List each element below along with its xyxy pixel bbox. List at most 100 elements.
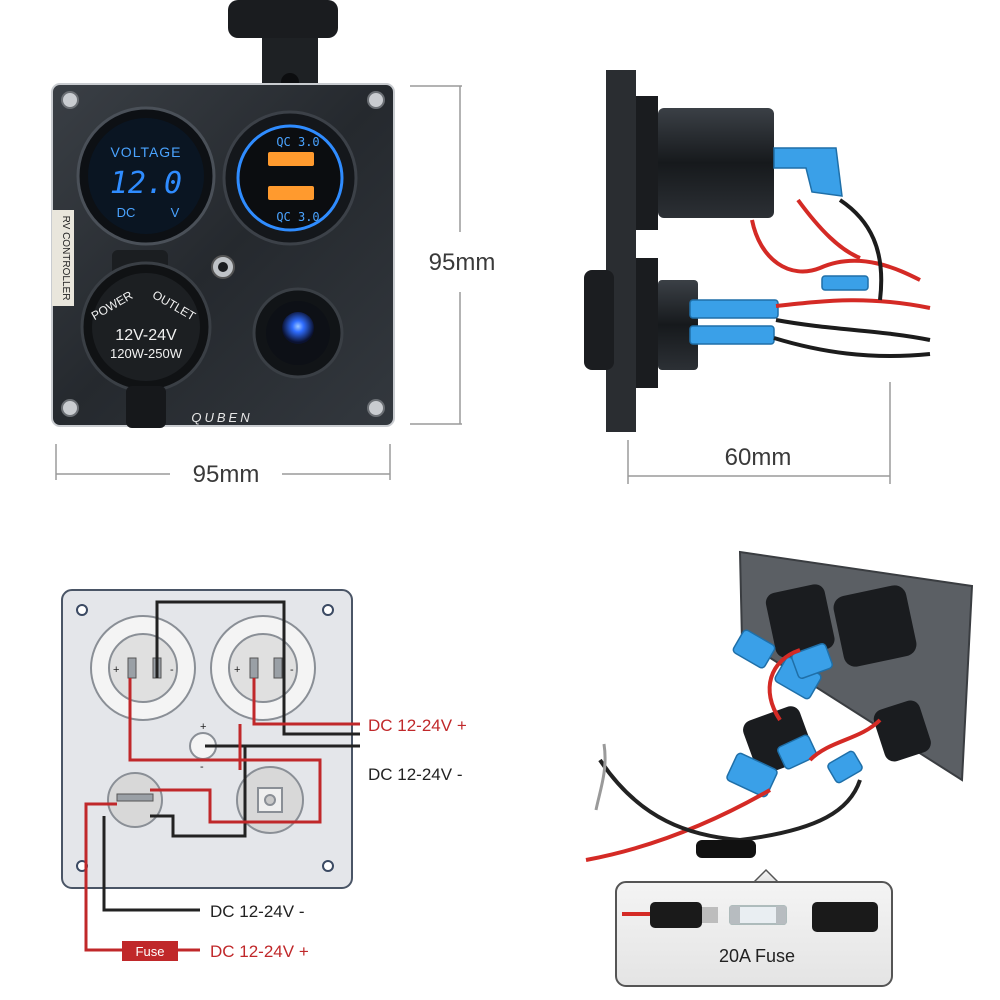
- angled-view: 20A Fuse: [585, 550, 974, 987]
- wire-red: [750, 219, 921, 282]
- fuse-cap: [730, 906, 740, 924]
- pin-icon: [249, 657, 259, 679]
- wire-black: [150, 746, 247, 838]
- dc-positive-top-label: DC 12-24V +: [368, 716, 467, 735]
- side-wires: [750, 198, 931, 359]
- fuse-tag-label: Fuse: [136, 944, 165, 959]
- dimension-lines-side: [627, 382, 891, 484]
- wire-black: [739, 779, 862, 842]
- outlet-cap: [126, 386, 166, 428]
- wire-red: [84, 802, 122, 952]
- wire-black: [773, 336, 931, 359]
- screw-icon: [367, 91, 385, 109]
- dc-negative-top-label: DC 12-24V -: [368, 765, 462, 784]
- wire-red: [252, 678, 360, 726]
- front-panel-view: RV CONTROLLER VOLTAGE 12.0 DC V QC 3.0 Q…: [51, 0, 496, 488]
- voltmeter-unit-dc: DC: [117, 205, 136, 220]
- diagram-switch-center: [264, 794, 276, 806]
- diagram-socket-inner: [228, 633, 298, 703]
- wire-grey: [594, 743, 607, 811]
- plus-mark: +: [113, 664, 119, 676]
- led-indicator-center: [218, 262, 228, 272]
- fuse-tag: [122, 941, 178, 961]
- terminal-icon: [777, 734, 817, 770]
- side-panel-plate: [606, 70, 636, 432]
- fuse-holder-tip: [702, 907, 718, 923]
- lighted-switch[interactable]: [252, 287, 344, 379]
- pin-icon: [273, 657, 283, 679]
- minus-mark: -: [200, 761, 204, 773]
- screw-icon: [76, 604, 88, 616]
- side-label: RV CONTROLLER: [60, 216, 71, 301]
- plus-mark: +: [234, 664, 240, 676]
- pin-icon: [127, 657, 137, 679]
- voltmeter: VOLTAGE 12.0 DC V: [76, 106, 216, 246]
- wire-red: [128, 678, 322, 824]
- wire-red: [767, 648, 801, 722]
- plus-mark: +: [200, 721, 206, 733]
- dim-width-label: 95mm: [193, 461, 260, 488]
- fuse-cap: [776, 906, 786, 924]
- fuse-caption: 20A Fuse: [719, 946, 795, 966]
- wire-black: [838, 198, 884, 301]
- side-cap: [584, 270, 614, 370]
- angled-socket: [765, 584, 835, 658]
- side-socket-top: [658, 108, 774, 218]
- voltmeter-unit-v: V: [171, 205, 180, 220]
- wire-red: [775, 298, 931, 310]
- panel-screws: [61, 91, 385, 417]
- angled-sockets: [743, 584, 931, 774]
- fuse-inset: [615, 881, 893, 987]
- terminal-icon: [689, 325, 775, 345]
- wire-red: [796, 198, 861, 260]
- usb-socket: QC 3.0 QC 3.0: [222, 110, 358, 246]
- wire-red: [585, 788, 771, 862]
- screw-icon: [61, 91, 79, 109]
- outlet-face: [92, 273, 200, 381]
- screw-icon: [322, 604, 334, 616]
- side-socket-bottom: [658, 280, 698, 370]
- blue-terminals-side: [689, 147, 869, 345]
- angled-socket: [833, 585, 917, 667]
- dc-negative-bottom-label: DC 12-24V -: [210, 902, 304, 921]
- terminal-icon: [732, 629, 776, 669]
- terminal-icon: [689, 299, 779, 319]
- inline-fuse-holder: [696, 840, 756, 858]
- switch-light-icon: [282, 312, 314, 344]
- wire-red: [808, 718, 882, 762]
- terminal-icon: [827, 750, 863, 784]
- screw-icon: [61, 399, 79, 417]
- wire-black: [102, 816, 200, 912]
- minus-mark: -: [170, 664, 174, 676]
- inset-pointer: [753, 868, 779, 883]
- dim-depth-label: 60mm: [725, 444, 792, 471]
- terminal-icon: [821, 275, 869, 291]
- terminal-icon: [726, 752, 778, 798]
- screw-icon: [367, 399, 385, 417]
- cap-top: [228, 0, 338, 38]
- positive-wires: [84, 678, 360, 952]
- brand-logo: QUBEN: [191, 410, 252, 425]
- pin-icon: [116, 793, 154, 802]
- outlet-wattage: 120W-250W: [110, 346, 183, 361]
- wire-black: [775, 318, 931, 342]
- angled-terminals: [726, 629, 863, 798]
- diagram-sockets: [90, 615, 316, 834]
- polarity-marks: + - + - + -: [113, 664, 294, 773]
- usb-top-label: QC 3.0: [276, 135, 319, 149]
- voltmeter-face: [88, 118, 204, 234]
- dimension-lines-front: [55, 85, 462, 480]
- dim-height-label: 95mm: [429, 249, 496, 276]
- voltmeter-title: VOLTAGE: [110, 144, 181, 160]
- diagram-socket-inner: [108, 633, 178, 703]
- wire-black: [155, 600, 360, 736]
- usb-port-top[interactable]: [268, 152, 314, 166]
- power-outlet: POWER OUTLET 12V-24V 120W-250W: [80, 250, 212, 428]
- angled-socket: [873, 700, 931, 762]
- fuse-holder-left: [650, 902, 702, 928]
- dc-positive-bottom-label: DC 12-24V +: [210, 942, 309, 961]
- fuse-holder-right: [812, 902, 878, 932]
- usb-port-bottom[interactable]: [268, 186, 314, 200]
- outlet-voltage: 12V-24V: [115, 327, 177, 344]
